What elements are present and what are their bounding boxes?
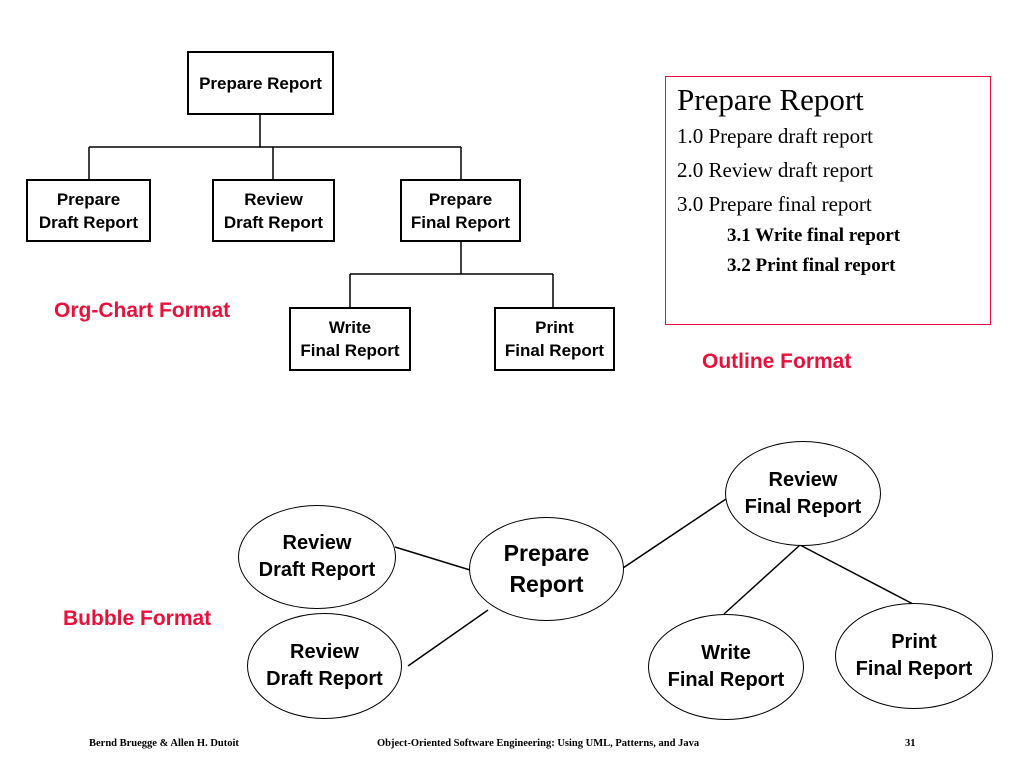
bubble-line: Prepare: [503, 540, 590, 566]
box-line: Print: [535, 318, 574, 337]
bubble-prepare-report: Prepare Report: [469, 517, 624, 621]
outline-format-label: Outline Format: [702, 350, 852, 373]
outline-item: 2.0 Review draft report: [677, 158, 873, 182]
bubble-review-draft-bottom: Review Draft Report: [247, 613, 402, 719]
outline-item: 3.0 Prepare final report: [677, 192, 872, 216]
box-line: Prepare: [56, 189, 121, 209]
bubble-connector: [622, 496, 730, 569]
bubble-format-label: Bubble Format: [63, 607, 212, 630]
box-line: Final Report: [410, 212, 511, 232]
outline-subitem: 3.2 Print final report: [727, 255, 896, 276]
org-box-write-final: Write Final Report: [289, 307, 411, 371]
footer-page-number: 31: [905, 738, 916, 749]
org-box-prepare-report: Prepare Report: [187, 51, 334, 115]
box-line: Draft Report: [223, 212, 324, 232]
bubble-line: Draft Report: [266, 668, 383, 690]
bubble-line: Review: [768, 468, 838, 491]
box-line: Prepare: [428, 189, 493, 209]
bubble-line: Review: [282, 532, 352, 554]
footer-book-title: Object-Oriented Software Engineering: Us…: [377, 738, 700, 749]
bubble-line: Final Report: [744, 495, 862, 518]
outline-subitem: 3.1 Write final report: [727, 225, 901, 246]
box-line: Draft Report: [38, 212, 139, 232]
org-box-review-draft: Review Draft Report: [212, 179, 335, 242]
box-line: Review: [244, 189, 303, 209]
bubble-review-draft-top: Review Draft Report: [238, 505, 396, 609]
bubble-line: Review: [290, 641, 359, 663]
org-box-print-final: Print Final Report: [494, 307, 615, 371]
bubble-line: Final Report: [667, 669, 785, 691]
org-box-prepare-draft: Prepare Draft Report: [26, 179, 151, 242]
bubble-line: Print: [891, 631, 937, 653]
bubble-line: Report: [509, 571, 584, 597]
bubble-line: Final Report: [855, 658, 973, 680]
org-box-prepare-final: Prepare Final Report: [400, 179, 521, 242]
bubble-line: Draft Report: [258, 559, 376, 581]
bubble-print-final: Print Final Report: [835, 603, 993, 709]
bubble-connector: [723, 544, 801, 615]
bubble-line: Write: [701, 642, 751, 664]
org-chart-format-label: Org-Chart Format: [54, 299, 231, 322]
outline-box: Prepare Report 1.0 Prepare draft report …: [665, 76, 991, 325]
bubble-review-final: Review Final Report: [725, 441, 881, 546]
outline-item: 1.0 Prepare draft report: [677, 124, 873, 148]
bubble-connector: [407, 609, 489, 667]
outline-title: Prepare Report: [677, 82, 864, 117]
bubble-connector: [799, 544, 914, 605]
box-line: Final Report: [504, 341, 605, 360]
box-line: Final Report: [300, 341, 400, 360]
bubble-connector: [394, 546, 471, 571]
footer-authors: Bernd Bruegge & Allen H. Dutoit: [89, 738, 239, 749]
bubble-write-final: Write Final Report: [648, 614, 804, 720]
box-line: Prepare Report: [199, 73, 322, 93]
box-line: Write: [328, 318, 372, 337]
